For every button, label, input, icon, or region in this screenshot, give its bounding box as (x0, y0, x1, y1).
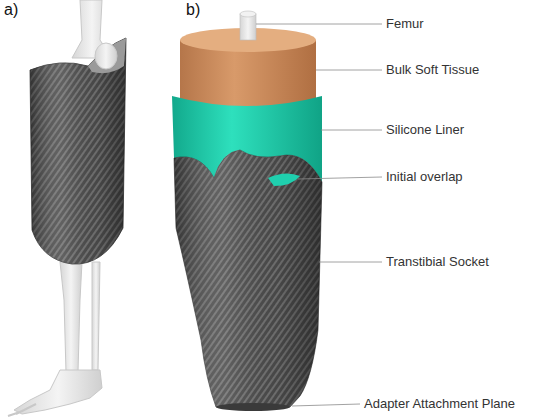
socket-shading (174, 150, 322, 407)
leader-line (256, 24, 382, 25)
leader-line (319, 262, 382, 263)
adapter-plane (216, 403, 290, 411)
part-label: Adapter Attachment Plane (364, 396, 515, 412)
femur-peg (240, 14, 256, 40)
socket-shading (30, 38, 126, 264)
overlap-region (268, 173, 300, 186)
part-label: Silicone Liner (386, 122, 464, 138)
panel-label: a) (4, 2, 18, 18)
socket-on-limb (30, 38, 126, 264)
leader-line (298, 177, 382, 179)
socket-shell (174, 150, 322, 407)
leader-lines (256, 24, 382, 406)
part-label: Initial overlap (386, 169, 463, 185)
fibula-bone (92, 262, 100, 370)
leader-line (321, 130, 382, 131)
femur-peg-top (240, 11, 256, 17)
femur-end (95, 43, 117, 69)
part-label: Bulk Soft Tissue (386, 62, 479, 78)
socket-opening (88, 38, 126, 73)
tibia-bone (60, 262, 82, 372)
socket-model (172, 11, 322, 411)
part-label: Femur (386, 16, 424, 32)
toe-bones (8, 404, 36, 416)
leader-line (292, 404, 360, 406)
leader-line (316, 70, 382, 71)
panel-label: b) (186, 2, 200, 18)
socket-shell (30, 38, 126, 264)
part-label: Transtibial Socket (386, 254, 489, 270)
